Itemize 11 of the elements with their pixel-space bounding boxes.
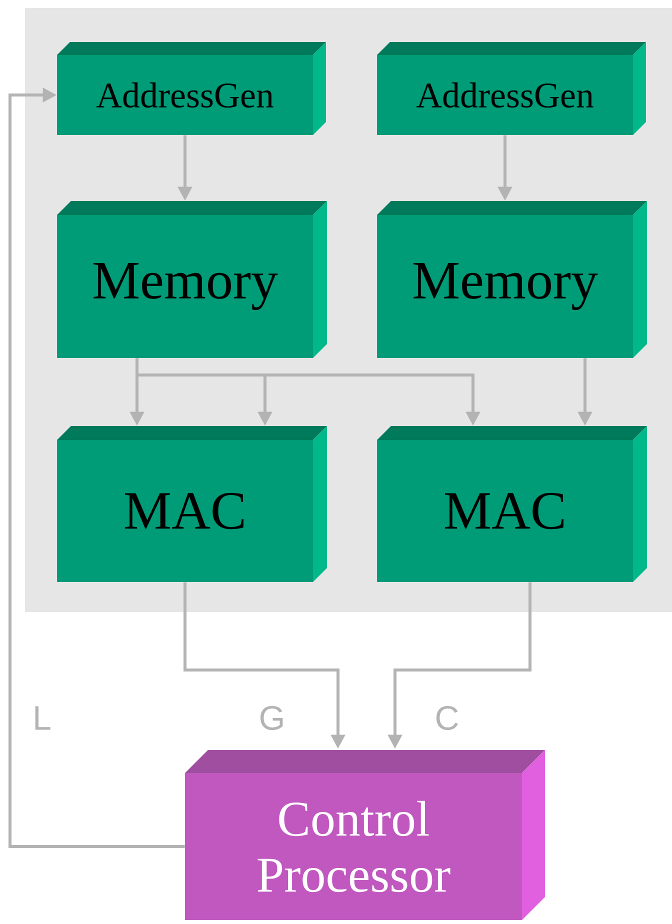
mac-box: MAC	[57, 426, 327, 582]
processor-box: Control Processor	[185, 750, 545, 920]
edge-label: G	[258, 704, 286, 732]
mac-box: MAC	[377, 426, 647, 582]
process-box: AddressGen	[57, 42, 326, 135]
process-box: AddressGen	[377, 42, 646, 135]
memory-box: Memory	[57, 201, 327, 358]
arrow	[8, 88, 185, 848]
edge-label: L	[32, 705, 52, 731]
edge-label: C	[434, 704, 460, 732]
memory-box: Memory	[377, 201, 647, 358]
